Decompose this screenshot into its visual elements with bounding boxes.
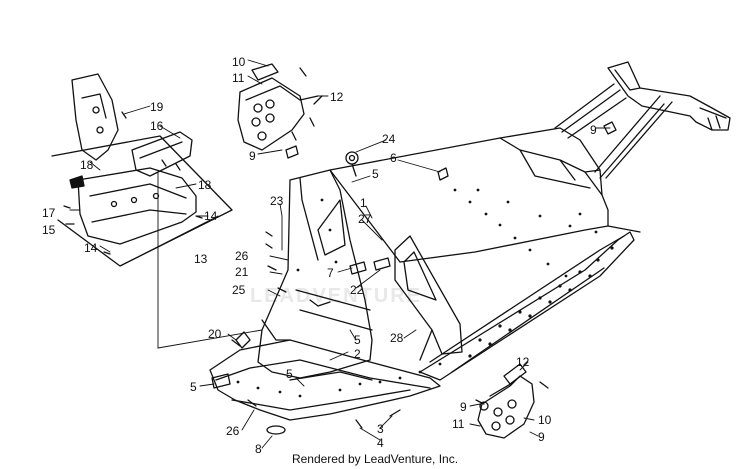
callout-22: 22 [350, 283, 364, 297]
callout-20: 20 [208, 327, 222, 341]
front-bulkhead [257, 169, 373, 379]
callout-16: 16 [150, 119, 164, 133]
callout-2: 2 [354, 347, 361, 361]
callout-9-rail: 9 [590, 123, 597, 137]
callout-14-right: 14 [204, 209, 218, 223]
bottom-pan [209, 319, 441, 421]
callout-18-left: 18 [80, 158, 94, 172]
callout-14-left: 14 [84, 241, 98, 255]
callout-9-bottom-b: 9 [538, 430, 545, 444]
callout-10-bottom: 10 [538, 413, 552, 427]
callout-26-lower: 26 [226, 424, 240, 438]
fasteners [63, 67, 549, 429]
small-parts [211, 121, 617, 435]
rivet-dots [236, 188, 614, 398]
callout-1: 1 [360, 196, 367, 210]
callout-27: 27 [358, 212, 372, 226]
left-bracket-assembly [51, 73, 233, 267]
callout-25: 25 [232, 283, 246, 297]
rear-rail-assembly [554, 61, 731, 179]
leader-lines [69, 59, 611, 449]
running-board [419, 231, 635, 381]
callout-11-top: 11 [232, 71, 245, 85]
callout-3: 3 [377, 422, 384, 436]
callout-23: 23 [270, 194, 284, 208]
watermark: LEADVENTURE [250, 285, 423, 307]
callout-5-left: 5 [190, 380, 197, 394]
callout-12-top: 12 [330, 90, 344, 104]
callout-21: 21 [235, 265, 249, 279]
callout-4: 4 [377, 436, 384, 450]
callout-5-pan: 5 [286, 367, 293, 381]
upper-left-bracket [237, 63, 319, 151]
steering-brace [394, 235, 463, 361]
callout-9-top: 9 [249, 149, 256, 163]
callout-12-bottom: 12 [516, 355, 530, 369]
callout-5-mid: 5 [354, 333, 361, 347]
callout-7: 7 [327, 266, 334, 280]
callout-19: 19 [150, 100, 164, 114]
callout-13: 13 [194, 252, 208, 266]
callout-8: 8 [255, 442, 262, 456]
callout-17: 17 [42, 206, 56, 220]
footer-credit: Rendered by LeadVenture, Inc. [291, 452, 459, 466]
callout-28: 28 [390, 331, 404, 345]
callout-10-top: 10 [232, 55, 246, 69]
callout-15: 15 [42, 223, 56, 237]
callout-24: 24 [382, 132, 396, 146]
callout-18-right: 18 [198, 178, 212, 192]
callout-5-upper: 5 [372, 167, 379, 181]
tunnel [329, 127, 641, 263]
lower-right-bracket [477, 363, 535, 439]
callout-9-bottom-a: 9 [460, 400, 467, 414]
callout-11-bottom: 11 [452, 417, 465, 431]
callout-26-upper: 26 [235, 249, 249, 263]
callout-6: 6 [390, 151, 397, 165]
